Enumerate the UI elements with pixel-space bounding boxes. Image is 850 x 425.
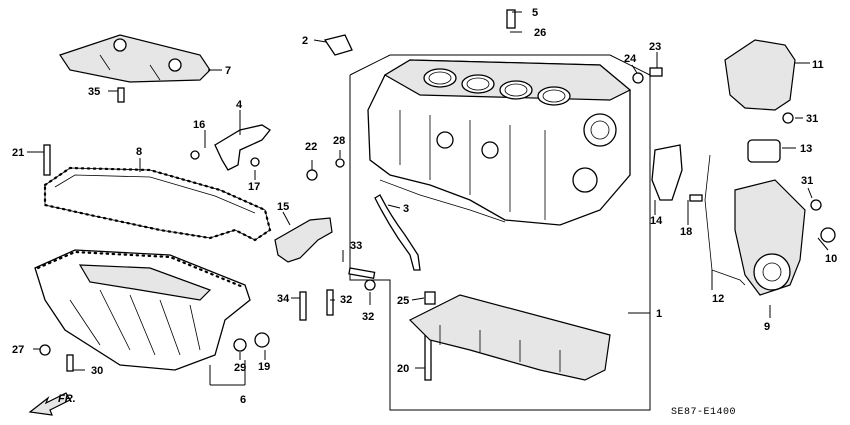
bracket-14 bbox=[651, 144, 683, 201]
callout-35: 35 bbox=[88, 86, 100, 98]
timing-cover-lower bbox=[704, 154, 806, 296]
oil-pan bbox=[34, 249, 251, 371]
cover-seal bbox=[747, 139, 781, 163]
callout-31b: 31 bbox=[801, 175, 813, 187]
callout-13: 13 bbox=[800, 143, 812, 155]
callout-25: 25 bbox=[397, 295, 409, 307]
callout-3: 3 bbox=[403, 203, 409, 215]
diagram-code: SE87-E1400 bbox=[671, 407, 736, 418]
cylinder-block bbox=[367, 59, 632, 226]
bearing-caps bbox=[408, 291, 611, 381]
callout-32a: 32 bbox=[340, 294, 352, 306]
callout-7: 7 bbox=[225, 65, 231, 77]
bracket-15 bbox=[274, 217, 333, 263]
leader-lines bbox=[27, 11, 829, 386]
callout-32b: 32 bbox=[362, 311, 374, 323]
oil-pan-gasket bbox=[43, 166, 272, 242]
callout-12: 12 bbox=[712, 293, 724, 305]
callout-29: 29 bbox=[234, 362, 246, 374]
callout-8: 8 bbox=[136, 146, 142, 158]
callout-18: 18 bbox=[680, 226, 692, 238]
callout-23: 23 bbox=[649, 41, 661, 53]
callout-15: 15 bbox=[277, 201, 289, 213]
upper-cover bbox=[59, 34, 211, 83]
callout-33: 33 bbox=[350, 240, 362, 252]
oil-strainer bbox=[374, 194, 421, 271]
callout-30: 30 bbox=[91, 365, 103, 377]
callout-11: 11 bbox=[812, 59, 824, 71]
callout-34: 34 bbox=[277, 293, 290, 305]
callout-22: 22 bbox=[305, 141, 317, 153]
callout-17: 17 bbox=[248, 181, 260, 193]
callout-14: 14 bbox=[650, 215, 663, 227]
callout-20: 20 bbox=[397, 363, 409, 375]
callout-9: 9 bbox=[764, 321, 770, 333]
callout-5: 5 bbox=[532, 7, 538, 19]
front-arrow-icon bbox=[28, 392, 71, 416]
callout-28: 28 bbox=[333, 135, 345, 147]
callout-26: 26 bbox=[534, 27, 546, 39]
callout-19: 19 bbox=[258, 361, 270, 373]
callout-16: 16 bbox=[193, 119, 205, 131]
block-group-outline bbox=[349, 54, 651, 411]
callout-4: 4 bbox=[236, 99, 243, 111]
front-direction-label: FR. bbox=[58, 393, 76, 405]
callout-1: 1 bbox=[656, 308, 662, 320]
callout-2: 2 bbox=[302, 35, 308, 47]
bracket-4 bbox=[214, 124, 271, 171]
callout-21: 21 bbox=[12, 147, 24, 159]
callout-10: 10 bbox=[825, 253, 837, 265]
callout-6: 6 bbox=[240, 394, 246, 406]
callout-31a: 31 bbox=[806, 113, 818, 125]
callout-labels: 1 2 3 4 5 6 7 8 9 10 11 12 13 14 15 16 1… bbox=[12, 7, 837, 406]
callout-24: 24 bbox=[624, 53, 637, 65]
callout-27: 27 bbox=[12, 344, 24, 356]
timing-cover-upper bbox=[724, 39, 796, 111]
bolts bbox=[39, 9, 836, 381]
